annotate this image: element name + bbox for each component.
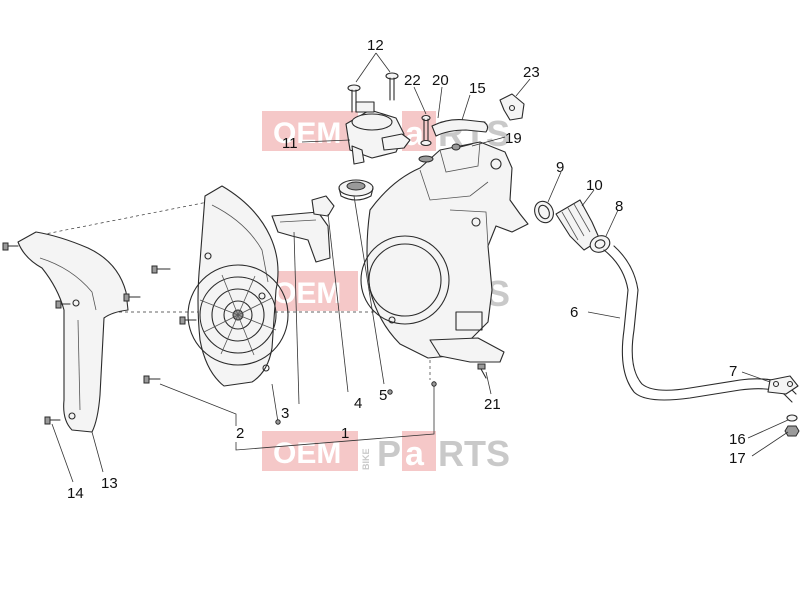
part-bracket-23 [499,93,525,121]
part-grommet [338,179,374,201]
callout-6: 6 [570,304,578,321]
watermark-bottom-bike: BIKE [361,448,371,470]
callout-8: 8 [615,198,623,215]
watermark-bottom-a: a [405,435,425,473]
callout-1: 1 [341,425,349,442]
part-bolt-19 [451,143,473,151]
callout-15: 15 [469,80,486,97]
screw-fan-2 [123,293,141,302]
screw-left-top [2,242,19,251]
callout-14: 14 [67,485,84,502]
part-nut-17 [784,425,800,437]
bolt-12-right [385,72,399,101]
screws-group [2,242,197,425]
fan-cover-vents [199,274,277,356]
callout-17: 17 [729,450,746,467]
callout-5: 5 [379,387,387,404]
callout-12: 12 [367,37,384,54]
callout-23: 23 [523,64,540,81]
screw-fan-1 [151,265,171,274]
watermark-top-oem: OEM [273,117,341,150]
screw-left-bottom [44,416,61,425]
bolt-12-left [347,84,361,113]
screw-fan-4 [143,375,161,384]
callout-19: 19 [505,130,522,147]
part-main-housing [360,141,529,363]
watermark-bottom: OEM BIKE P a RTS [262,431,510,474]
part-secondary-air-valve [345,101,411,165]
part-flange-7 [767,375,799,395]
part-fan-cover [187,185,289,387]
watermark-middle-oem: OEM [273,277,341,310]
watermark-top-a: a [405,115,425,153]
screw-fan-3 [179,316,197,325]
part-clamp-9 [534,200,554,224]
callout-9: 9 [556,159,564,176]
callout-10: 10 [586,177,603,194]
callout-20: 20 [432,72,449,89]
part-side-cover [17,231,129,433]
screw-left-mid [55,300,71,309]
callout-2: 2 [236,425,244,442]
callout-16: 16 [729,431,746,448]
callout-13: 13 [101,475,118,492]
part-screw-21 [477,363,487,379]
callout-11: 11 [282,135,298,152]
part-bolt-22 [418,114,434,163]
part-clamp-8 [589,235,611,253]
callout-4: 4 [354,395,362,412]
callout-21: 21 [484,396,501,413]
callout-labels: 1 2 3 4 5 6 7 8 9 10 11 12 13 14 15 16 1… [67,37,746,502]
part-hose-15 [431,119,489,137]
part-bolts-12 [347,72,399,113]
part-foam-pad [271,211,331,263]
part-pipe-6 [603,245,797,403]
leader-lines [51,52,789,483]
callout-3: 3 [281,405,289,422]
part-gasket-16 [786,414,798,422]
callout-22: 22 [404,72,421,89]
watermark-bottom-rts: RTS [438,433,510,474]
part-clip [311,195,335,217]
callout-7: 7 [729,363,737,380]
assembly-dashed-lines [29,199,431,380]
watermark-bottom-p: P [377,433,401,474]
